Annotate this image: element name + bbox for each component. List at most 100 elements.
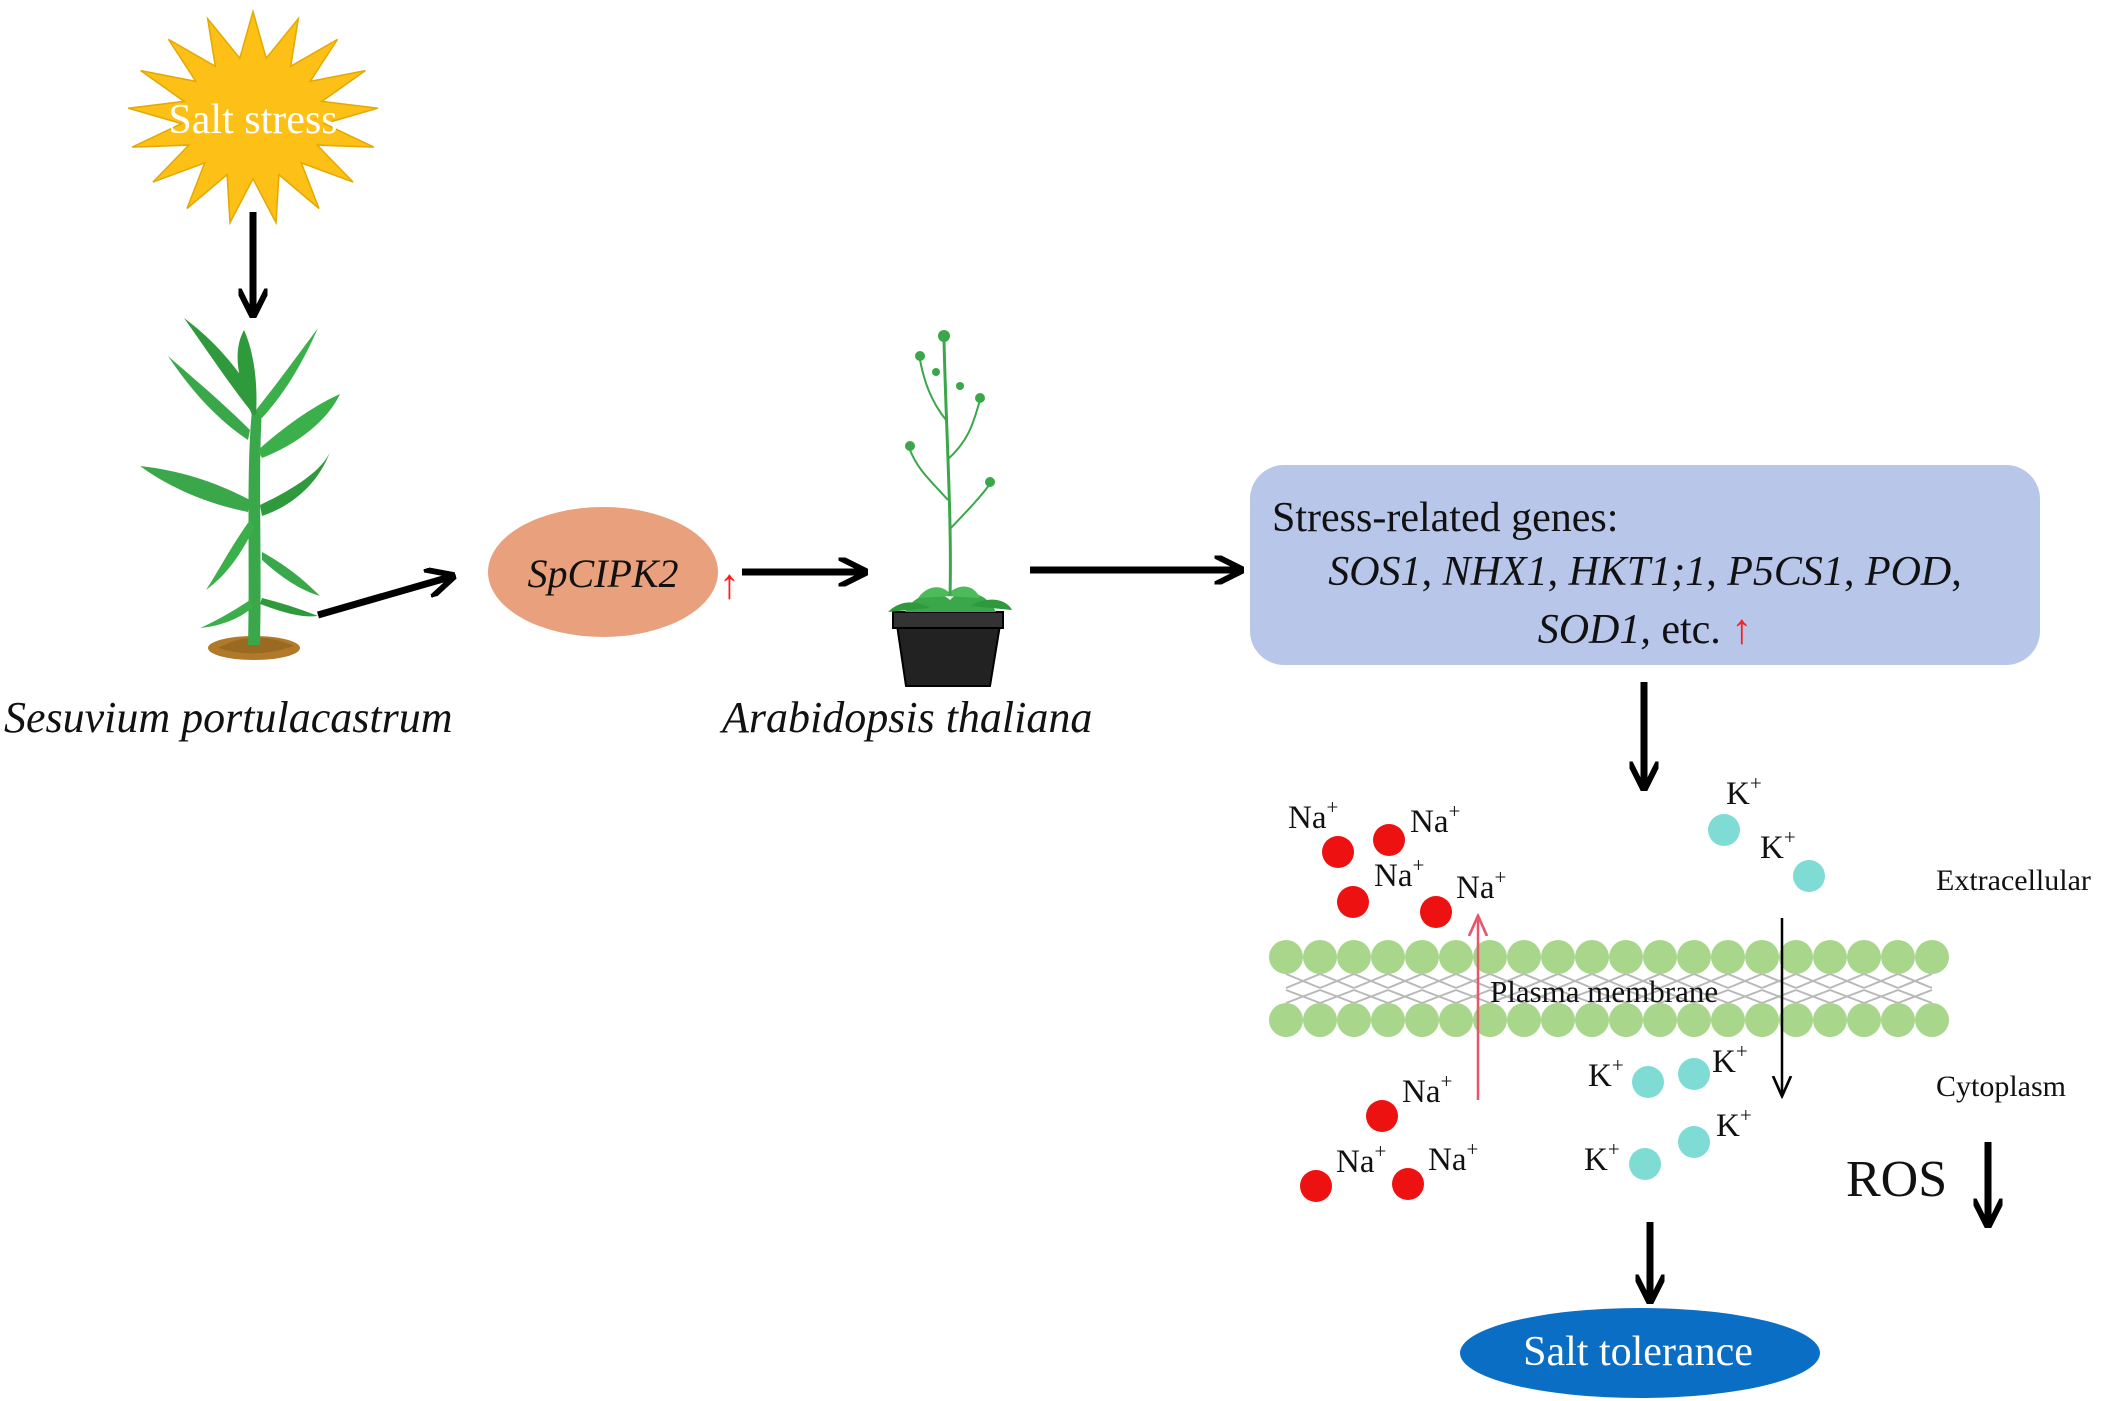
membrane-lipid-tail [1727,973,1763,989]
na-ion [1300,1170,1332,1202]
membrane-lipid-head [1711,1003,1745,1037]
membrane-lipid-head [1303,940,1337,974]
membrane-lipid-head [1269,940,1303,974]
spcipk2-ellipse [488,507,718,637]
gene-sep: , [1421,549,1443,595]
gene-p5cs1: P5CS1 [1727,549,1844,595]
salt-tolerance-ellipse [1460,1308,1820,1398]
genes-etc: etc. [1661,607,1721,653]
gene-pod: POD [1864,549,1952,595]
gene-trailing-comma: , [1951,549,1962,595]
membrane-lipid-head [1575,940,1609,974]
arabidopsis-plant-illustration [888,330,1012,687]
membrane-lipid-head [1711,940,1745,974]
membrane-lipid-tail [1319,973,1355,989]
k-ion [1678,1058,1710,1090]
sesuvium-plant-illustration [140,318,340,660]
membrane-lipid-tail [1625,989,1661,1004]
membrane-lipid-head [1609,940,1643,974]
genes-up-arrow: ↑ [1731,607,1753,653]
membrane-lipid-tail [1659,989,1695,1004]
membrane-lipid-head [1371,1003,1405,1037]
k-ion [1793,860,1825,892]
plasma-membrane [1269,940,1949,1037]
membrane-lipid-tail [1829,989,1865,1004]
membrane-lipid-head [1813,940,1847,974]
membrane-lipid-head [1779,940,1813,974]
membrane-lipid-head [1473,1003,1507,1037]
na-ion-label: Na+ [1288,795,1339,837]
k-ion [1632,1066,1664,1098]
membrane-lipid-tail [1523,973,1559,989]
membrane-lipid-tail [1591,973,1627,989]
membrane-lipid-head [1915,1003,1949,1037]
membrane-lipid-tail [1795,989,1831,1004]
k-ion [1629,1148,1661,1180]
membrane-lipid-tail [1693,973,1729,989]
membrane-lipid-head [1677,1003,1711,1037]
membrane-lipid-tail [1591,989,1627,1004]
cytoplasm-label: Cytoplasm [1936,1070,2067,1103]
membrane-lipid-head [1677,940,1711,974]
na-ion-label: Na+ [1402,1069,1453,1111]
na-ion [1366,1100,1398,1132]
membrane-lipid-tail [1625,973,1661,989]
membrane-lipid-head [1337,940,1371,974]
sesuvium-species-label: Sesuvium portulacastrum [4,693,453,742]
membrane-lipid-tail [1387,989,1423,1004]
gene-sep: , [1706,549,1728,595]
membrane-lipid-head [1847,1003,1881,1037]
salt-tolerance-label: Salt tolerance [1523,1329,1753,1375]
k-ion [1678,1126,1710,1158]
membrane-lipid-tail [1693,989,1729,1004]
gene-hkt1: HKT1;1 [1568,549,1707,595]
membrane-lipid-tail [1455,989,1491,1004]
k-ion [1708,814,1740,846]
na-ion [1322,836,1354,868]
k-ion-label: K+ [1716,1103,1752,1145]
membrane-lipid-tail [1489,989,1525,1004]
plasma-membrane-label: Plasma membrane [1490,974,1719,1009]
na-ion-label: Na+ [1410,799,1461,841]
stress-genes-title: Stress-related genes: [1272,495,1619,541]
membrane-lipid-head [1507,940,1541,974]
membrane-lipid-tail [1557,973,1593,989]
membrane-lipid-head [1847,940,1881,974]
membrane-lipid-tail [1863,973,1899,989]
membrane-lipid-head [1507,1003,1541,1037]
membrane-lipid-head [1779,1003,1813,1037]
membrane-lipid-head [1643,940,1677,974]
gene-sod1: SOD1, [1537,607,1651,653]
membrane-lipid-tail [1285,989,1321,1004]
membrane-lipid-tail [1897,973,1933,989]
gene-sep: , [1547,549,1569,595]
membrane-lipid-head [1813,1003,1847,1037]
membrane-lipid-head [1745,1003,1779,1037]
membrane-lipid-head [1337,1003,1371,1037]
membrane-lipid-head [1541,940,1575,974]
membrane-lipid-tail [1421,973,1457,989]
membrane-lipid-tail [1523,989,1559,1004]
membrane-lipid-tail [1659,973,1695,989]
membrane-lipid-tail [1727,989,1763,1004]
membrane-lipid-tail [1421,989,1457,1004]
membrane-lipid-head [1371,940,1405,974]
ros-label: ROS [1846,1151,1948,1208]
arrow-plant-to-gene [317,577,450,619]
arabidopsis-species-label: Arabidopsis thaliana [722,693,1093,742]
membrane-lipid-head [1915,940,1949,974]
membrane-lipid-head [1609,1003,1643,1037]
membrane-lipid-head [1575,1003,1609,1037]
membrane-lipid-tail [1387,973,1423,989]
na-ion-label: Na+ [1456,865,1507,907]
membrane-lipid-tail [1353,989,1389,1004]
membrane-lipid-head [1269,1003,1303,1037]
membrane-lipid-tail [1489,973,1525,989]
stress-genes-list-line1: SOS1, NHX1, HKT1;1, P5CS1, POD, [1250,548,2040,596]
membrane-lipid-head [1745,940,1779,974]
na-ions [1300,824,1452,1202]
membrane-lipid-head [1541,1003,1575,1037]
na-ion [1337,886,1369,918]
k-ion-label: K+ [1726,771,1762,813]
